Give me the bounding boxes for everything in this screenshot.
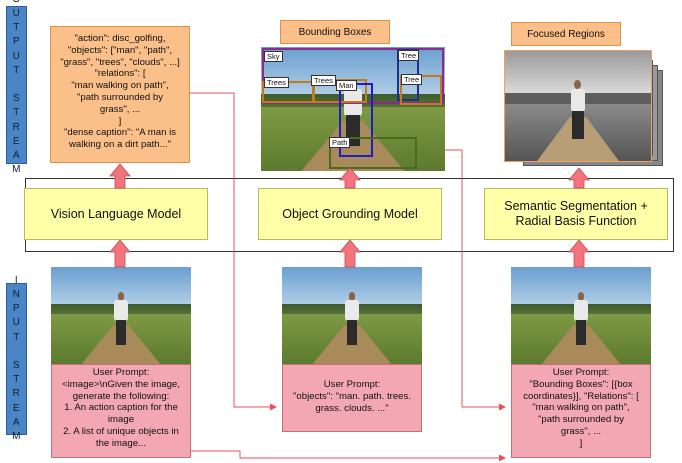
prompt-box-right: User Prompt: "Bounding Boxes": [{box coo… — [511, 364, 651, 458]
input-stream-label: I N P U T S T R E A M — [6, 275, 27, 442]
bbox-sky — [262, 48, 444, 104]
focused-regions-title: Focused Regions — [511, 22, 621, 46]
output-stream-label: O U T P U T S T R E A M — [6, 0, 27, 175]
bbox-label-path: Path — [329, 137, 351, 148]
semantic-segmentation-box: Semantic Segmentation + Radial Basis Fun… — [484, 188, 668, 240]
prompt-box-left: User Prompt: <image>\nGiven the image, g… — [51, 364, 191, 458]
vision-language-model-box: Vision Language Model — [24, 188, 208, 240]
connector-left-prompt-to-right-prompt — [191, 450, 506, 462]
focused-region-image — [504, 50, 652, 162]
bbox-label-trees-left: Trees — [264, 77, 289, 88]
bounding-boxes-title: Bounding Boxes — [280, 20, 390, 44]
focused-regions-stack — [504, 50, 664, 168]
bounding-box-image: Sky Tree Trees Trees Man Tree Path — [261, 47, 445, 171]
input-image-left — [51, 267, 191, 364]
bbox-label-sky: Sky — [264, 51, 283, 62]
input-image-middle — [282, 267, 422, 364]
prompt-box-middle: User Prompt: "objects": "man. path. tree… — [282, 364, 422, 432]
input-image-right — [511, 267, 651, 364]
object-grounding-model-box: Object Grounding Model — [258, 188, 442, 240]
bbox-label-tree-right: Tree — [401, 74, 423, 85]
bbox-label-tree: Tree — [398, 50, 420, 61]
bbox-label-man: Man — [336, 80, 357, 91]
output-text-box: "action": disc_golfing, "objects": ["man… — [50, 26, 190, 163]
bbox-label-trees-mid: Trees — [311, 75, 336, 86]
bbox-path — [329, 137, 417, 169]
